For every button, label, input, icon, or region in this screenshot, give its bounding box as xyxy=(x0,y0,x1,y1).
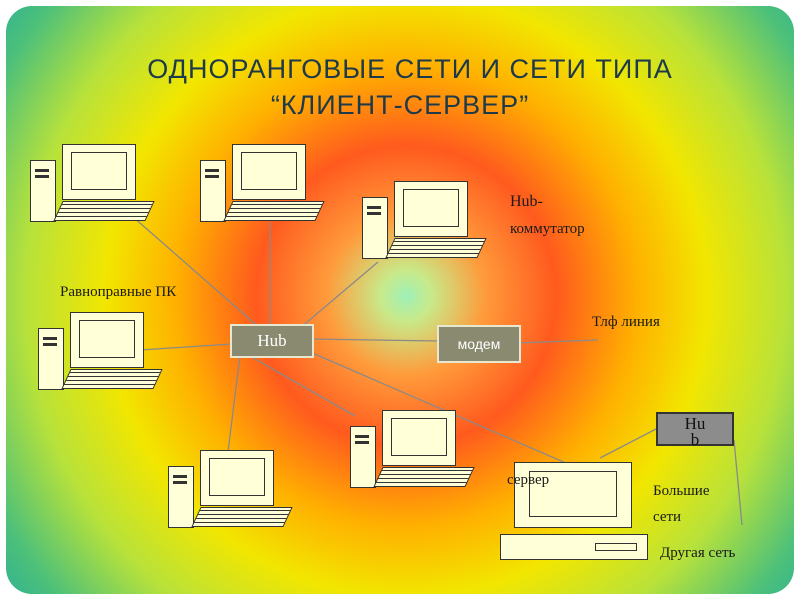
link-hub2-other xyxy=(733,439,743,526)
server-base xyxy=(500,534,648,560)
pc-top-left xyxy=(30,144,160,228)
pc-monitor xyxy=(232,144,306,200)
pc-monitor xyxy=(394,181,468,237)
pc-bottom-middle xyxy=(350,410,480,494)
modem-box: модем xyxy=(437,325,521,363)
pc-monitor xyxy=(70,312,144,368)
label-big-networks-line2: сети xyxy=(653,509,682,525)
hub-main: Hub xyxy=(230,324,314,358)
pc-middle-left xyxy=(38,312,168,396)
label-phone-line: Тлф линия xyxy=(592,314,660,330)
label-big-networks-line1: Большие xyxy=(653,483,710,499)
label-server: сервер xyxy=(507,472,550,488)
pc-tower xyxy=(350,426,376,488)
pc-keyboard xyxy=(373,467,475,487)
link-pc-topright xyxy=(299,261,379,329)
label-other-network: Другая сеть xyxy=(660,545,736,561)
label-hub-switch-line1: Hub- xyxy=(510,193,543,210)
title-line-2: “КЛИЕНТ-СЕРВЕР” xyxy=(270,90,530,120)
link-modem-phone xyxy=(516,339,599,344)
pc-keyboard xyxy=(61,369,163,389)
slide-background xyxy=(6,6,794,594)
label-peer-pcs: Равноправные ПК xyxy=(60,284,177,300)
link-hub-modem xyxy=(309,338,440,342)
label-hub-switch-line2: коммутатор xyxy=(510,221,585,237)
pc-tower xyxy=(168,466,194,528)
link-pc-midleft xyxy=(139,343,233,351)
pc-monitor xyxy=(62,144,136,200)
link-pc-bottomleft xyxy=(227,354,241,453)
pc-tower xyxy=(30,160,56,222)
pc-tower xyxy=(200,160,226,222)
pc-bottom-left xyxy=(168,450,298,534)
pc-keyboard xyxy=(191,507,293,527)
server-monitor xyxy=(514,462,632,528)
link-pc-bottommid xyxy=(247,354,356,417)
link-pc-topleft xyxy=(131,215,263,331)
title-line-1: ОДНОРАНГОВЫЕ СЕТИ И СЕТИ ТИПА xyxy=(147,54,673,84)
pc-keyboard xyxy=(223,201,325,221)
link-server-hub2 xyxy=(599,427,659,459)
hub-secondary: Hub xyxy=(656,412,734,448)
server-computer xyxy=(500,462,648,562)
pc-monitor xyxy=(200,450,274,506)
pc-top-middle xyxy=(200,144,330,228)
pc-keyboard xyxy=(53,201,155,221)
pc-tower xyxy=(38,328,64,390)
pc-tower xyxy=(362,197,388,259)
pc-monitor xyxy=(382,410,456,466)
pc-top-right xyxy=(362,181,492,265)
pc-keyboard xyxy=(385,238,487,258)
